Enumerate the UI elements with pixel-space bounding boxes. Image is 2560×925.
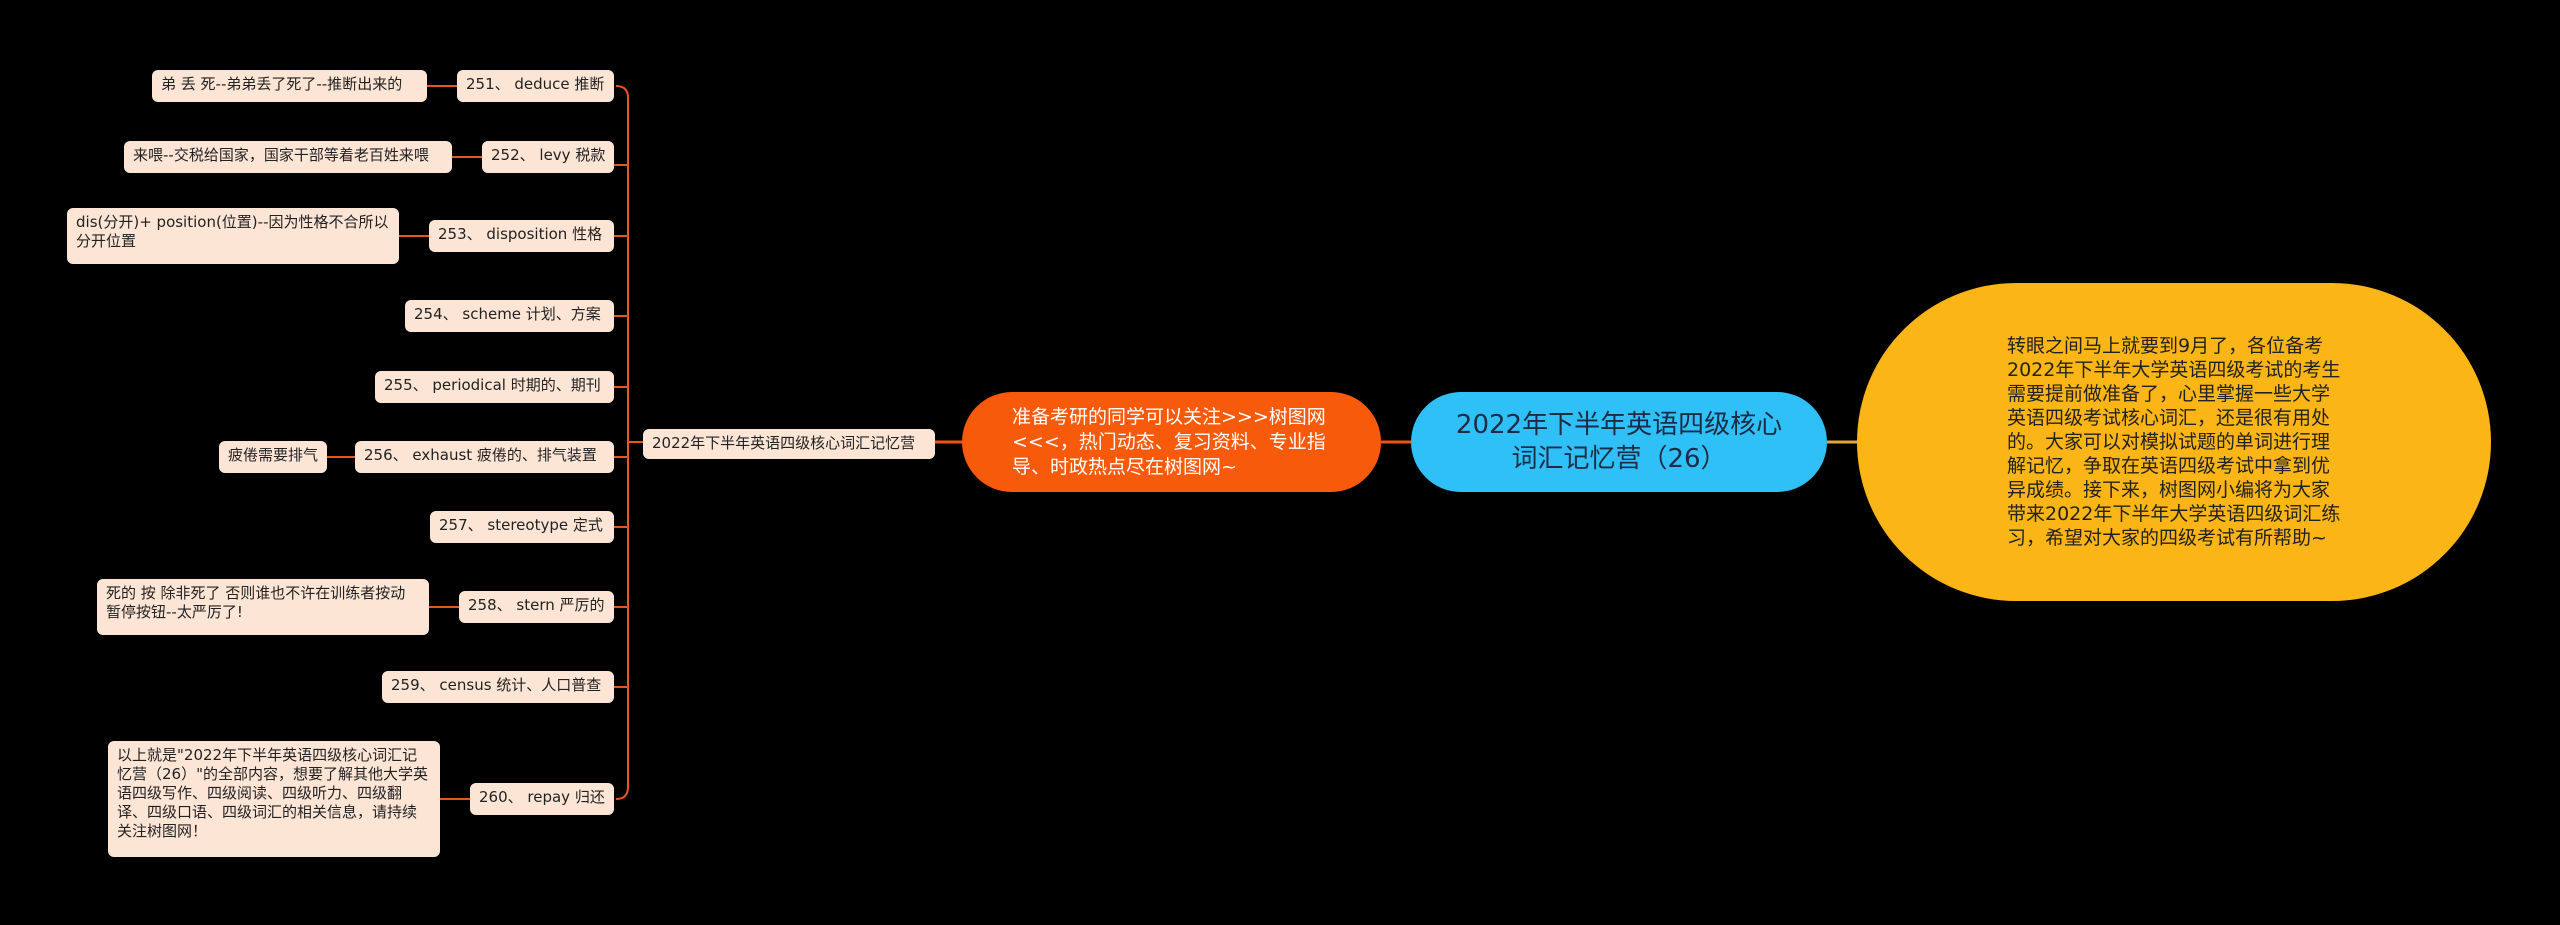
word-label: 254、 scheme 计划、方案 bbox=[414, 305, 601, 323]
summary-text: 转眼之间马上就要到9月了，各位备考2022年下半年大学英语四级考试的考生需要提前… bbox=[2007, 335, 2341, 549]
note-text: 死的 按 除非死了 否则谁也不许在训练者按动暂停按钮--太严厉了! bbox=[106, 584, 406, 621]
word-label: 253、 disposition 性格 bbox=[438, 225, 603, 243]
word-label: 251、 deduce 推断 bbox=[466, 75, 605, 93]
word-label: 259、 census 统计、人口普查 bbox=[391, 676, 602, 694]
word-note-260[interactable]: 以上就是"2022年下半年英语四级核心词汇记忆营（26）"的全部内容，想要了解其… bbox=[108, 741, 440, 857]
word-item-260[interactable]: 260、 repay 归还 bbox=[470, 783, 614, 815]
note-text: 以上就是"2022年下半年英语四级核心词汇记忆营（26）"的全部内容，想要了解其… bbox=[117, 746, 428, 840]
word-item-258[interactable]: 258、 stern 严厉的 bbox=[459, 591, 614, 623]
word-item-259[interactable]: 259、 census 统计、人口普查 bbox=[382, 671, 614, 703]
promo-node[interactable]: 准备考研的同学可以关注>>>树图网<<<，热门动态、复习资料、专业指导、时政热点… bbox=[962, 392, 1381, 492]
word-item-251[interactable]: 251、 deduce 推断 bbox=[457, 70, 614, 102]
branch-hub-label: 2022年下半年英语四级核心词汇记忆营 bbox=[652, 434, 916, 452]
promo-text: 准备考研的同学可以关注>>>树图网<<<，热门动态、复习资料、专业指导、时政热点… bbox=[1012, 405, 1326, 478]
note-text: 弟 丢 死--弟弟丢了死了--推断出来的 bbox=[161, 75, 403, 93]
branch-hub[interactable]: 2022年下半年英语四级核心词汇记忆营 bbox=[643, 429, 935, 459]
word-item-254[interactable]: 254、 scheme 计划、方案 bbox=[405, 300, 614, 332]
word-label: 256、 exhaust 疲倦的、排气装置 bbox=[364, 446, 597, 464]
word-label: 252、 levy 税款 bbox=[491, 146, 606, 164]
word-note-252[interactable]: 来喂--交税给国家，国家干部等着老百姓来喂 bbox=[124, 141, 452, 173]
word-label: 255、 periodical 时期的、期刊 bbox=[384, 376, 601, 394]
word-item-255[interactable]: 255、 periodical 时期的、期刊 bbox=[375, 371, 614, 403]
word-label: 260、 repay 归还 bbox=[479, 788, 605, 806]
central-topic[interactable]: 2022年下半年英语四级核心词汇记忆营（26） bbox=[1411, 392, 1827, 492]
word-item-253[interactable]: 253、 disposition 性格 bbox=[429, 220, 614, 252]
summary-node[interactable]: 转眼之间马上就要到9月了，各位备考2022年下半年大学英语四级考试的考生需要提前… bbox=[1857, 283, 2491, 601]
word-note-256[interactable]: 疲倦需要排气 bbox=[219, 441, 327, 473]
note-text: 来喂--交税给国家，国家干部等着老百姓来喂 bbox=[133, 146, 429, 164]
word-note-251[interactable]: 弟 丢 死--弟弟丢了死了--推断出来的 bbox=[152, 70, 427, 102]
word-note-253[interactable]: dis(分开)+ position(位置)--因为性格不合所以分开位置 bbox=[67, 208, 399, 264]
word-item-257[interactable]: 257、 stereotype 定式 bbox=[430, 511, 614, 543]
central-topic-title: 2022年下半年英语四级核心词汇记忆营（26） bbox=[1455, 410, 1783, 474]
word-item-256[interactable]: 256、 exhaust 疲倦的、排气装置 bbox=[355, 441, 614, 473]
note-text: dis(分开)+ position(位置)--因为性格不合所以分开位置 bbox=[76, 213, 389, 250]
word-item-252[interactable]: 252、 levy 税款 bbox=[482, 141, 614, 173]
word-label: 257、 stereotype 定式 bbox=[439, 516, 603, 534]
word-note-258[interactable]: 死的 按 除非死了 否则谁也不许在训练者按动暂停按钮--太严厉了! bbox=[97, 579, 429, 635]
note-text: 疲倦需要排气 bbox=[228, 446, 319, 464]
word-label: 258、 stern 严厉的 bbox=[468, 596, 605, 614]
